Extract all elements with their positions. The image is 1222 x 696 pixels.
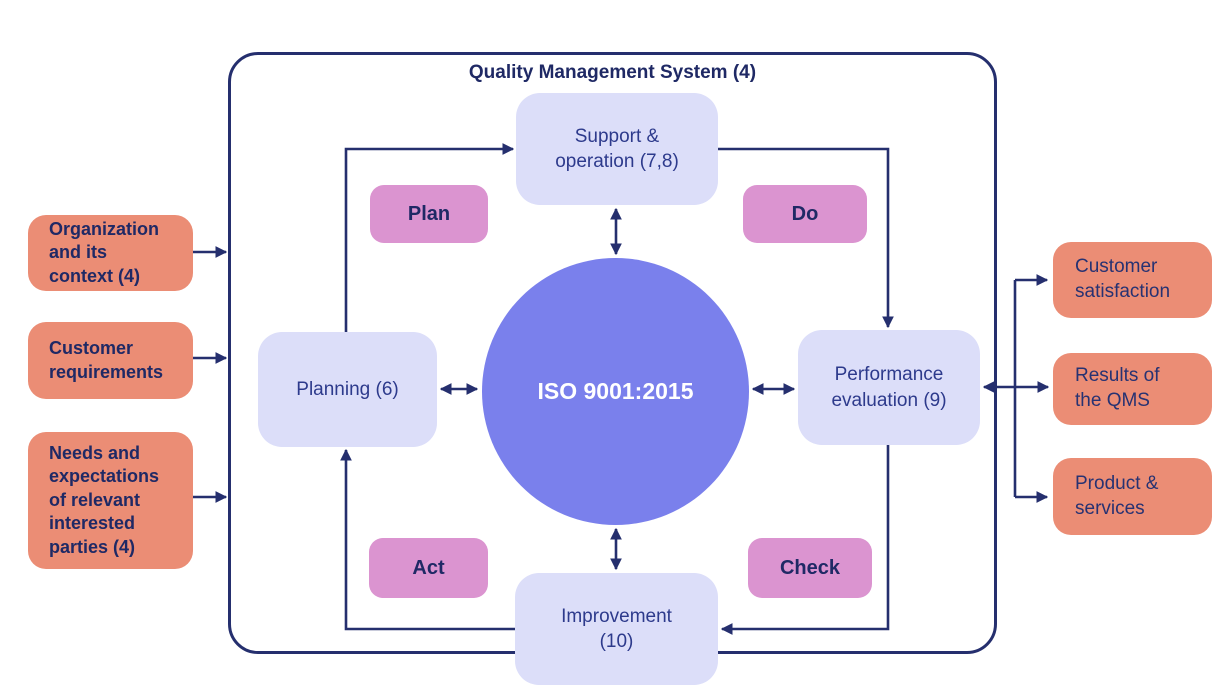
input-needs-expectations: Needs and expectations of relevant inter… bbox=[28, 432, 193, 569]
iso-circle: ISO 9001:2015 bbox=[482, 258, 749, 525]
input-organization-context: Organization and its context (4) bbox=[28, 215, 193, 291]
qms-title: Quality Management System (4) bbox=[468, 62, 757, 83]
output-product-services: Product & services bbox=[1053, 458, 1212, 535]
stage-improvement: Improvement (10) bbox=[515, 573, 718, 685]
pdca-check: Check bbox=[748, 538, 872, 598]
output-customer-satisfaction: Customer satisfaction bbox=[1053, 242, 1212, 318]
stage-support-operation: Support & operation (7,8) bbox=[516, 93, 718, 205]
stage-performance-evaluation: Performance evaluation (9) bbox=[798, 330, 980, 445]
pdca-do: Do bbox=[743, 185, 867, 243]
input-customer-requirements: Customer requirements bbox=[28, 322, 193, 399]
pdca-plan: Plan bbox=[370, 185, 488, 243]
stage-planning: Planning (6) bbox=[258, 332, 437, 447]
pdca-act: Act bbox=[369, 538, 488, 598]
output-results-qms: Results of the QMS bbox=[1053, 353, 1212, 425]
